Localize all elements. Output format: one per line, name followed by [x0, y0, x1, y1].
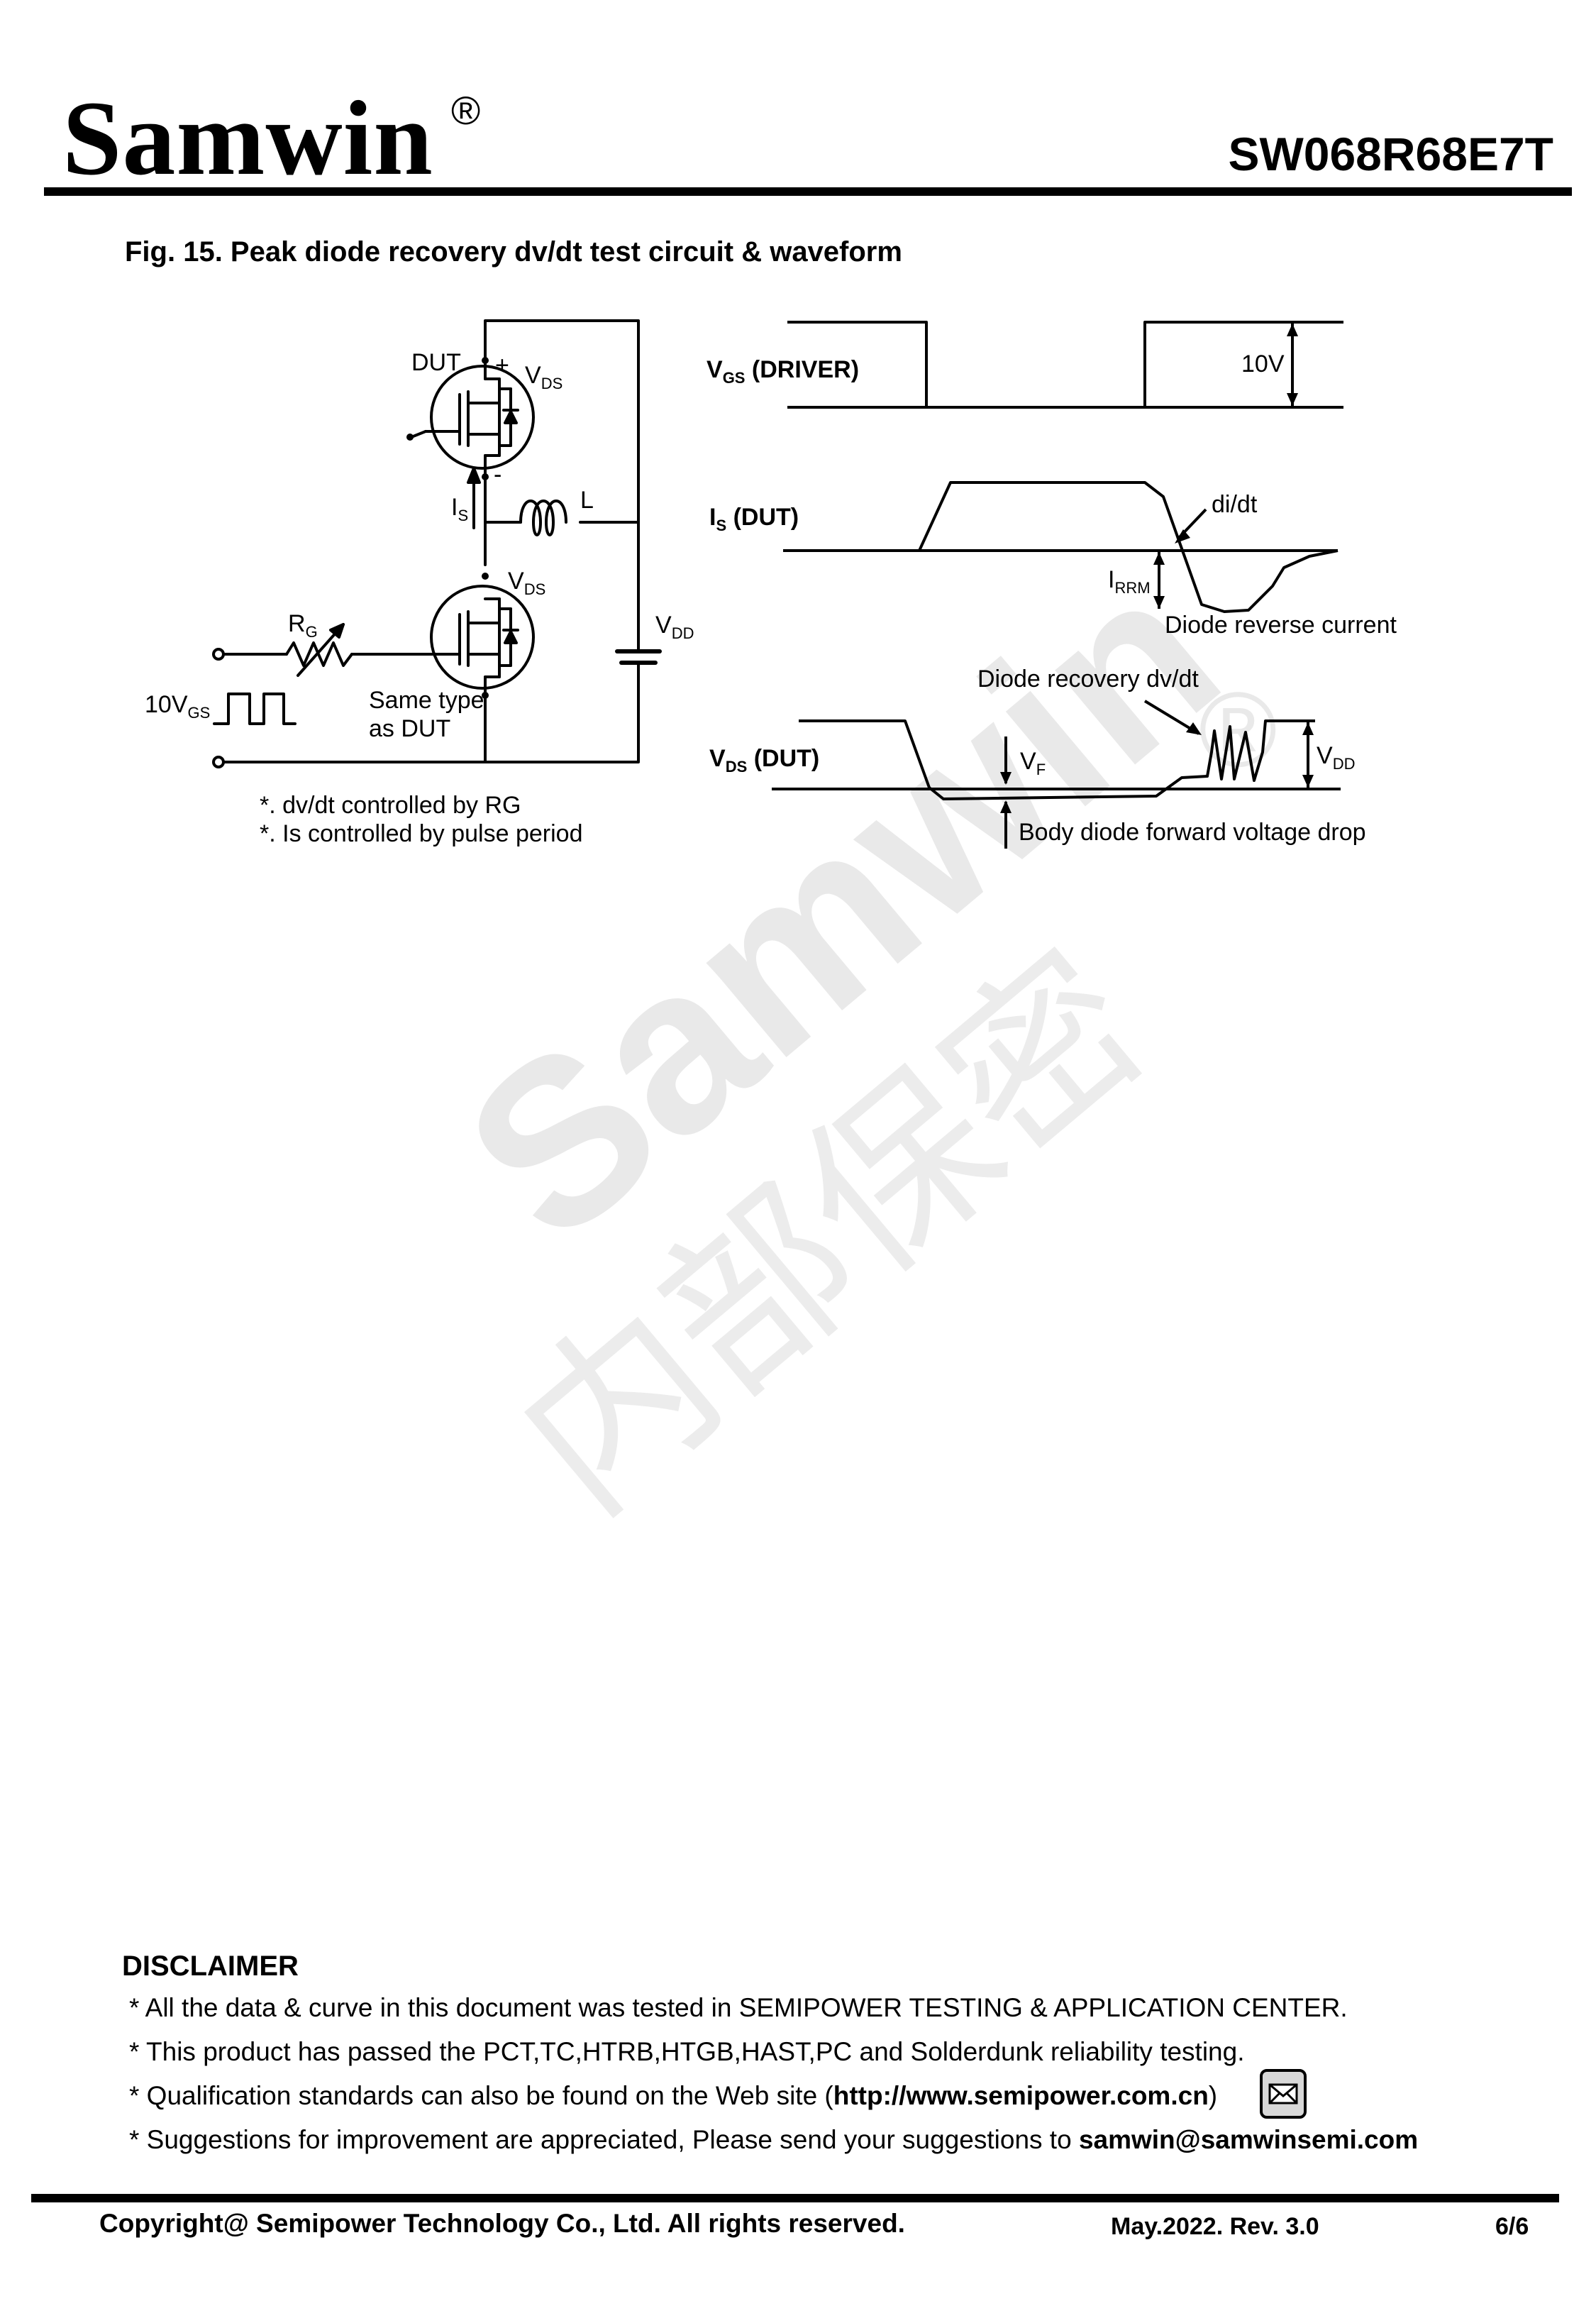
brand-logo: Samwin: [62, 79, 433, 197]
vds-dut-label: VDS (DUT): [709, 745, 819, 776]
disclaimer-line-3-prefix: * Qualification standards can also be fo…: [129, 2081, 833, 2110]
circuit-note-rg: *. dv/dt controlled by RG: [260, 792, 521, 819]
disclaimer-line-1: * All the data & curve in this document …: [129, 1993, 1348, 2022]
lower-mosfet-symbol: [430, 585, 535, 690]
test-circuit-figure: DUT + VDS - IS L VDS RG VDD 10VGS Same t…: [145, 319, 1397, 849]
contact-email-link[interactable]: samwin@samwinsemi.com: [1078, 2125, 1419, 2154]
dut-mosfet-symbol: [430, 365, 535, 470]
vds-lower-label: VDS: [508, 568, 545, 598]
vdd-wave-label: VDD: [1317, 742, 1355, 773]
registered-mark: ®: [451, 88, 481, 133]
vf-label: VF: [1020, 748, 1046, 778]
inductor-label: L: [580, 487, 594, 514]
disclaimer-line-4-prefix: * Suggestions for improvement are apprec…: [129, 2125, 1079, 2154]
plus-sign: +: [495, 352, 509, 379]
minus-sign: -: [494, 461, 501, 488]
revision-text: May.2022. Rev. 3.0: [1111, 2213, 1319, 2240]
gate-resistor-symbol: [285, 641, 353, 667]
ground-terminal: [212, 756, 225, 768]
inductor-symbol: [519, 500, 567, 536]
vds-dut-label: VDS: [525, 362, 563, 392]
vgs-amplitude-label: 10V: [1241, 351, 1285, 377]
dut-label: DUT: [411, 349, 461, 376]
circuit-wire-top: [484, 319, 640, 524]
didt-label: di/dt: [1212, 491, 1258, 518]
circuit-note-is: *. Is controlled by pulse period: [260, 820, 582, 847]
copyright-text: Copyright@ Semipower Technology Co., Ltd…: [99, 2209, 905, 2238]
watermark-chinese: 内部保密: [483, 917, 1180, 1549]
footer-rule: [31, 2194, 1559, 2202]
disclaimer-line-2: * This product has passed the PCT,TC,HTR…: [129, 2037, 1245, 2066]
disclaimer-title: DISCLAIMER: [122, 1951, 299, 1982]
gate-pulse-symbol: [213, 693, 297, 725]
is-dut-label: IS (DUT): [709, 504, 799, 534]
is-dut-waveform: [783, 481, 1339, 613]
same-type-label: Same type: [369, 687, 484, 714]
gate-input-terminal: [212, 648, 225, 661]
forward-drop-label: Body diode forward voltage drop: [1019, 819, 1366, 846]
rg-label: RG: [288, 610, 318, 641]
page-number: 6/6: [1495, 2213, 1529, 2240]
vgs-driver-label: VGS (DRIVER): [706, 356, 859, 387]
figure-title: Fig. 15. Peak diode recovery dv/dt test …: [125, 236, 902, 267]
header-rule: [44, 187, 1572, 196]
circuit-wire-bottom: [217, 673, 640, 763]
disclaimer-line-3-suffix: ): [1208, 2081, 1218, 2110]
irrm-label: IRRM: [1108, 566, 1151, 597]
as-dut-label: as DUT: [369, 715, 450, 742]
vds-dut-waveform: [799, 719, 1315, 800]
reverse-current-label: Diode reverse current: [1165, 612, 1397, 639]
recovery-dvdt-label: Diode recovery dv/dt: [977, 666, 1199, 693]
website-link[interactable]: http://www.semipower.com.cn: [833, 2081, 1209, 2110]
is-label: IS: [451, 494, 468, 524]
vdd-label: VDD: [655, 612, 694, 642]
disclaimer-line-4: * Suggestions for improvement are apprec…: [129, 2124, 1418, 2156]
envelope-icon: [1268, 2083, 1298, 2104]
vgs-pulse-label: 10VGS: [145, 691, 210, 722]
mail-icon[interactable]: [1260, 2069, 1307, 2119]
part-number: SW068R68E7T: [1228, 128, 1553, 180]
disclaimer-line-3: * Qualification standards can also be fo…: [129, 2080, 1217, 2112]
